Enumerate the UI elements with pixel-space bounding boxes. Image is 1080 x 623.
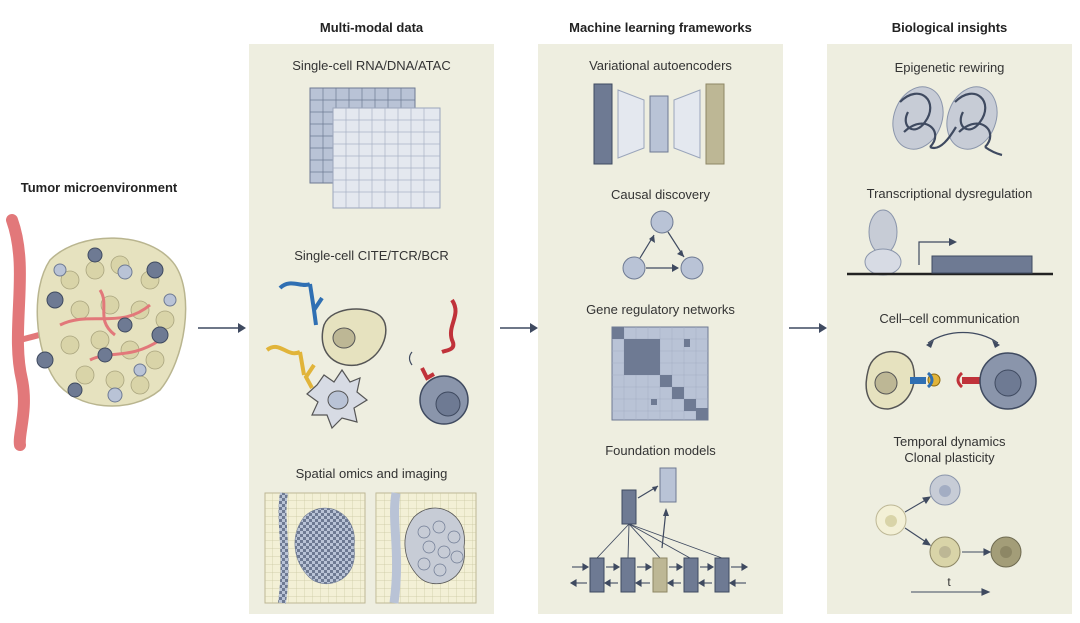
epigenetic-rewiring-label: Epigenetic rewiring: [894, 60, 1005, 75]
clonal-dynamics-icon: t: [875, 474, 1022, 596]
transcription-icon: [847, 209, 1053, 276]
nucleosome-icon: [892, 86, 1003, 157]
gene-regulatory-networks-label: Gene regulatory networks: [586, 302, 735, 317]
time-axis-label: t: [947, 575, 951, 589]
flow-arrow-2: [500, 323, 538, 333]
matrix-stack-icon: [309, 87, 441, 209]
causal-graph-icon: [622, 210, 704, 280]
single-cell-cite-label: Single-cell CITE/TCR/BCR: [294, 248, 449, 263]
flow-arrow-3: [789, 323, 827, 333]
temporal-dynamics-label: Temporal dynamics: [893, 434, 1006, 449]
flow-arrow-1: [198, 323, 246, 333]
spatial-omics-tiles-icon: [264, 492, 477, 604]
transcriptional-dysregulation-label: Transcriptional dysregulation: [866, 186, 1033, 201]
biological-insights-title: Biological insights: [891, 20, 1008, 35]
spatial-omics-label: Spatial omics and imaging: [295, 466, 448, 481]
single-cell-rna-label: Single-cell RNA/DNA/ATAC: [292, 58, 451, 73]
causal-discovery-label: Causal discovery: [611, 187, 710, 202]
immune-receptor-cells-icon: [265, 281, 469, 430]
machine-learning-frameworks-title: Machine learning frameworks: [569, 20, 752, 35]
autoencoder-icon: [593, 83, 725, 165]
biological-insights-panel: [827, 44, 1072, 614]
tumor-microenvironment-title: Tumor microenvironment: [20, 180, 178, 195]
foundation-models-label: Foundation models: [605, 443, 716, 458]
foundation-model-icon: [569, 467, 749, 593]
cell-communication-icon: [865, 331, 1037, 410]
multi-modal-data-title: Multi-modal data: [319, 20, 424, 35]
regulatory-matrix-icon: [611, 326, 709, 421]
variational-autoencoders-label: Variational autoencoders: [589, 58, 732, 73]
cell-cell-communication-label: Cell–cell communication: [879, 311, 1020, 326]
clonal-plasticity-label: Clonal plasticity: [904, 450, 995, 465]
tumor-microenvironment-illustration: [6, 214, 187, 451]
